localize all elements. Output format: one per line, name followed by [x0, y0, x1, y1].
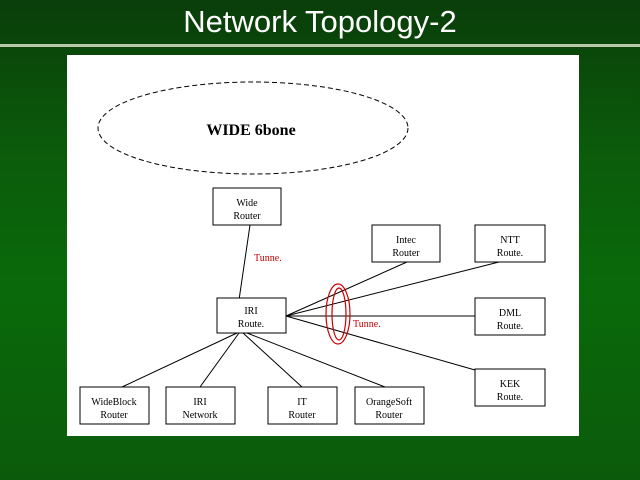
node-label: Route.	[497, 248, 523, 259]
tunnel-ring-outer	[325, 283, 351, 345]
node-dml-router	[474, 297, 546, 336]
link-iri-wideblock	[121, 332, 238, 388]
node-label: KEK	[500, 379, 521, 390]
title-rule	[0, 44, 640, 47]
node-kek-router	[474, 368, 546, 407]
node-label: NTT	[500, 235, 519, 246]
tunnel-label-right: Tunne.	[353, 319, 381, 330]
slide-title: Network Topology-2	[183, 4, 457, 39]
link-iri-ntt	[285, 261, 500, 317]
tunnel-label-upper: Tunne.	[254, 253, 282, 264]
node-label: Route.	[497, 392, 523, 403]
node-orangesoft-router	[354, 386, 425, 425]
node-label: WideBlock	[91, 397, 136, 408]
link-iri-network	[199, 332, 240, 388]
node-label: Router	[233, 211, 261, 222]
node-intec-router	[371, 224, 441, 263]
node-label: DML	[499, 308, 521, 319]
link-iri-orangesoft	[246, 332, 386, 388]
node-label: Router	[375, 410, 403, 421]
node-label: Wide	[236, 198, 258, 209]
wide-6bone-cloud	[97, 81, 409, 175]
node-label: IRI	[244, 306, 257, 317]
node-label: Router	[288, 410, 316, 421]
node-label: Route.	[238, 319, 264, 330]
diagram-canvas: WIDE 6bone Tunne. Tunne. Wide Router Int…	[67, 55, 579, 436]
node-wide-router	[212, 187, 282, 226]
node-label: Network	[183, 410, 218, 421]
node-label: Intec	[396, 235, 417, 246]
link-iri-kek	[285, 315, 476, 371]
node-label: Router	[100, 410, 128, 421]
node-it-router	[267, 386, 338, 425]
node-iri-router	[216, 297, 287, 334]
node-label: OrangeSoft	[366, 397, 412, 408]
link-iri-intec	[285, 261, 408, 317]
cloud-label: WIDE 6bone	[206, 122, 295, 139]
node-label: Router	[392, 248, 420, 259]
node-label: IRI	[193, 397, 206, 408]
network-diagram: WIDE 6bone Tunne. Tunne. Wide Router Int…	[79, 81, 546, 425]
link-wide-iri	[238, 224, 251, 301]
node-ntt-router	[474, 224, 546, 263]
node-label: Route.	[497, 321, 523, 332]
link-iri-it	[242, 332, 303, 388]
node-label: IT	[297, 397, 306, 408]
node-wideblock-router	[79, 386, 150, 425]
node-iri-network	[165, 386, 236, 425]
tunnel-ring-inner	[331, 287, 347, 341]
